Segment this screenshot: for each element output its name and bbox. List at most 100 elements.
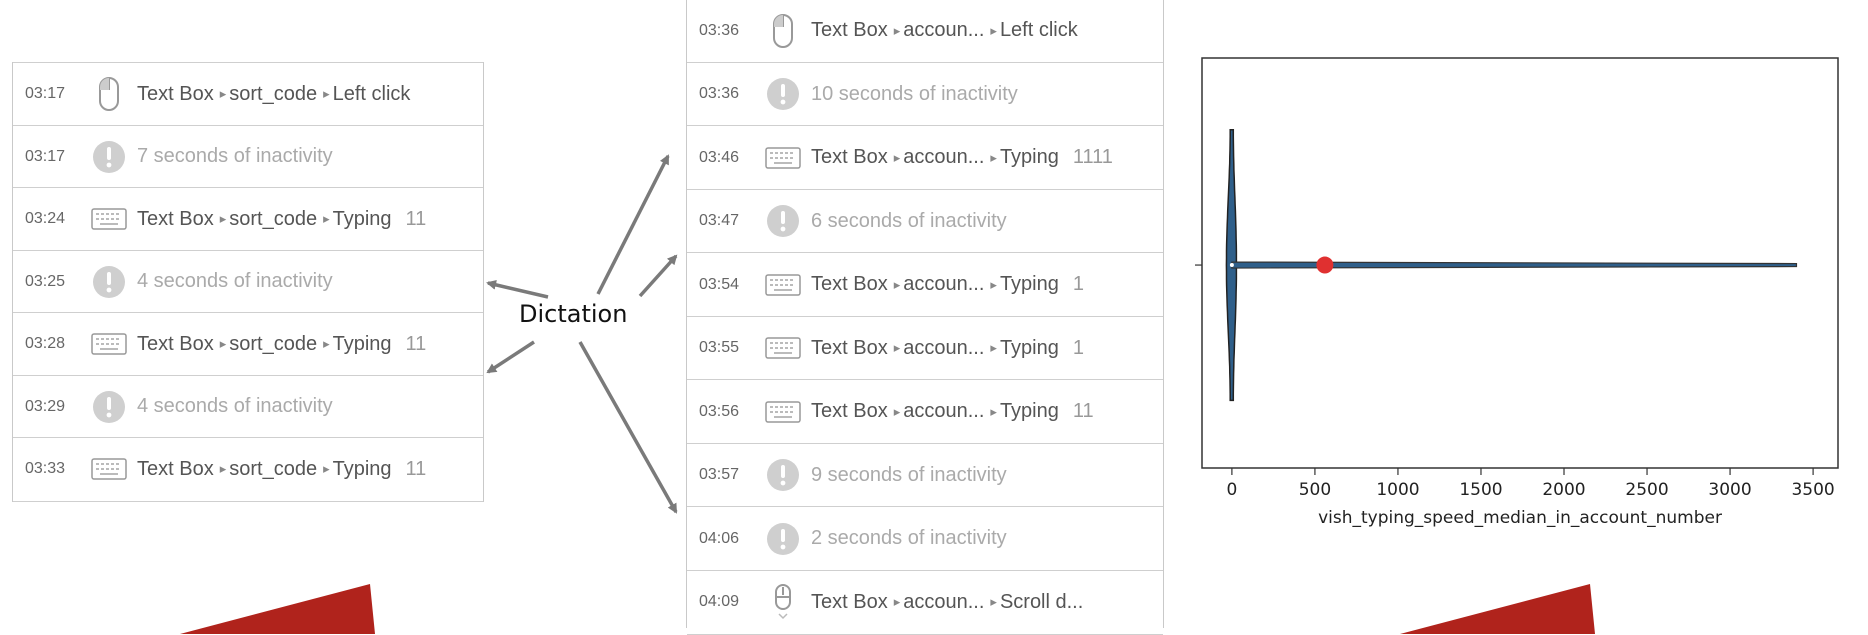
field-name: accoun... [903,337,984,360]
chevron-right-icon: ▸ [894,594,901,610]
chevron-right-icon: ▸ [990,404,997,420]
chevron-right-icon: ▸ [220,461,227,477]
log-time: 03:17 [25,85,81,103]
action-name: Typing [333,208,392,231]
field-name: accoun... [903,273,984,296]
typed-value: 1 [1073,273,1084,296]
log-time: 03:55 [699,339,755,357]
log-row[interactable]: 03:47 6 seconds of inactivity [687,189,1163,254]
alert-icon [81,140,137,174]
x-tick-label: 3500 [1791,480,1834,500]
log-time: 03:47 [699,212,755,230]
log-time: 03:17 [25,148,81,166]
x-axis-label: vish_typing_speed_median_in_account_numb… [1318,508,1722,528]
arrow-to-mid-row-9 [580,342,676,512]
keyboard-icon [755,337,811,359]
field-name: sort_code [229,333,317,356]
log-text: 6 seconds of inactivity [811,210,1007,233]
chevron-right-icon: ▸ [323,211,330,227]
inactivity-text: 4 seconds of inactivity [137,270,333,293]
log-time: 03:36 [699,22,755,40]
chevron-right-icon: ▸ [323,461,330,477]
field-name: accoun... [903,19,984,42]
element-type: Text Box [811,400,888,423]
element-type: Text Box [137,83,214,106]
action-name: Typing [1000,400,1059,423]
chevron-right-icon: ▸ [990,594,997,610]
log-text: Text Box▸accoun...▸Left click [811,19,1078,42]
action-name: Typing [333,458,392,481]
chevron-right-icon: ▸ [990,150,997,166]
x-tick-label: 2000 [1542,480,1585,500]
inactivity-text: 2 seconds of inactivity [811,527,1007,550]
log-time: 04:06 [699,530,755,548]
x-tick-label: 500 [1299,480,1331,500]
action-name: Left click [1000,19,1078,42]
median-point [1230,263,1234,267]
alert-icon [755,522,811,556]
x-tick-label: 1000 [1376,480,1419,500]
element-type: Text Box [811,19,888,42]
keyboard-icon [81,333,137,355]
log-text: 2 seconds of inactivity [811,527,1007,550]
log-text: Text Box▸sort_code▸Left click [137,83,410,106]
inactivity-text: 4 seconds of inactivity [137,395,333,418]
log-time: 03:24 [25,210,81,228]
chevron-right-icon: ▸ [894,404,901,420]
keyboard-icon [755,401,811,423]
action-name: Typing [1000,273,1059,296]
element-type: Text Box [137,208,214,231]
alert-icon [755,458,811,492]
log-row[interactable]: 03:57 9 seconds of inactivity [687,443,1163,508]
log-time: 03:28 [25,335,81,353]
keyboard-icon [755,147,811,169]
field-name: accoun... [903,591,984,614]
red-accent-shape-right [1400,584,1640,634]
chevron-right-icon: ▸ [220,86,227,102]
chevron-right-icon: ▸ [894,340,901,356]
log-time: 03:33 [25,460,81,478]
chevron-right-icon: ▸ [990,277,997,293]
element-type: Text Box [137,333,214,356]
inactivity-text: 6 seconds of inactivity [811,210,1007,233]
highlight-marker [1316,257,1333,274]
x-tick-label: 0 [1226,480,1237,500]
arrow-to-mid-row-5 [640,256,676,296]
log-row[interactable]: 03:36 Text Box▸accoun...▸Left click [687,0,1163,63]
alert-icon [755,77,811,111]
arrow-to-mid-row-3 [598,156,668,294]
log-time: 03:29 [25,398,81,416]
field-name: sort_code [229,208,317,231]
log-text: 4 seconds of inactivity [137,395,333,418]
log-text: 7 seconds of inactivity [137,145,333,168]
action-name: Typing [333,333,392,356]
inactivity-text: 9 seconds of inactivity [811,464,1007,487]
log-time: 03:56 [699,403,755,421]
log-time: 03:57 [699,466,755,484]
log-row[interactable]: 03:17 7 seconds of inactivity [13,125,483,189]
log-row[interactable]: 04:06 2 seconds of inactivity [687,506,1163,571]
log-row[interactable]: 03:29 4 seconds of inactivity [13,375,483,439]
typed-value: 11 [1073,400,1094,423]
log-time: 03:46 [699,149,755,167]
element-type: Text Box [811,273,888,296]
